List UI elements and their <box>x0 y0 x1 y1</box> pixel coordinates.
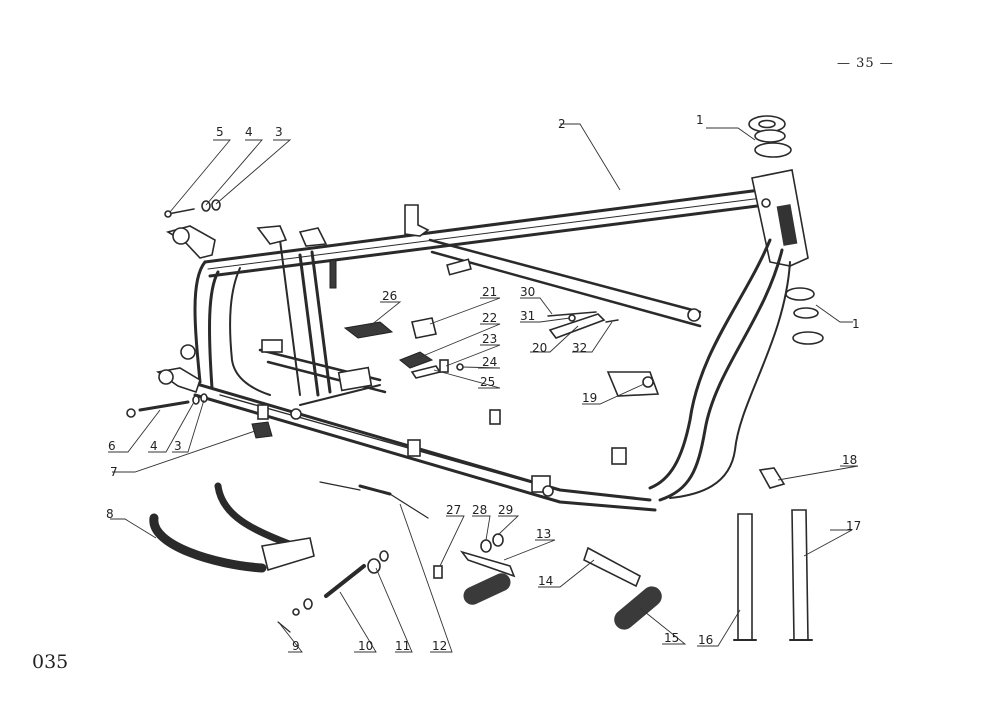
callout-24: 24 <box>482 355 497 369</box>
callout-4a: 4 <box>245 125 253 139</box>
callout-31: 31 <box>520 309 535 323</box>
callout-23: 23 <box>482 332 497 346</box>
headset-bearings <box>748 115 824 345</box>
callout-3a: 3 <box>275 125 283 139</box>
callout-11: 11 <box>395 639 410 653</box>
callout-3b: 3 <box>174 439 182 453</box>
callout-13: 13 <box>536 527 551 541</box>
callout-21: 21 <box>482 285 497 299</box>
callout-labels: 1 1 2 3 3 4 4 5 6 7 8 9 10 11 12 13 14 1… <box>106 113 861 653</box>
callout-1a: 1 <box>696 113 704 127</box>
callout-15: 15 <box>664 631 679 645</box>
callout-1b: 1 <box>852 317 860 331</box>
callout-30: 30 <box>520 285 535 299</box>
callout-10: 10 <box>358 639 373 653</box>
callout-5: 5 <box>216 125 224 139</box>
callout-12: 12 <box>432 639 447 653</box>
main-frame <box>155 169 809 512</box>
callout-20: 20 <box>532 341 547 355</box>
callout-27: 27 <box>446 503 461 517</box>
callout-7: 7 <box>110 465 118 479</box>
leader-lines <box>108 123 859 653</box>
callout-17: 17 <box>846 519 861 533</box>
callout-14: 14 <box>538 574 553 588</box>
callout-16: 16 <box>698 633 713 647</box>
callout-28: 28 <box>472 503 487 517</box>
callout-25: 25 <box>480 375 495 389</box>
callout-9: 9 <box>292 639 300 653</box>
callout-18: 18 <box>842 453 857 467</box>
callout-19: 19 <box>582 391 597 405</box>
callout-4b: 4 <box>150 439 158 453</box>
figure-number: 035 <box>32 651 69 673</box>
callout-26: 26 <box>382 289 397 303</box>
callout-29: 29 <box>498 503 513 517</box>
callout-32: 32 <box>572 341 587 355</box>
callout-8: 8 <box>106 507 114 521</box>
callout-6: 6 <box>108 439 116 453</box>
callout-22: 22 <box>482 311 497 325</box>
page-number: — 35 — <box>837 56 894 71</box>
callout-2: 2 <box>558 117 566 131</box>
